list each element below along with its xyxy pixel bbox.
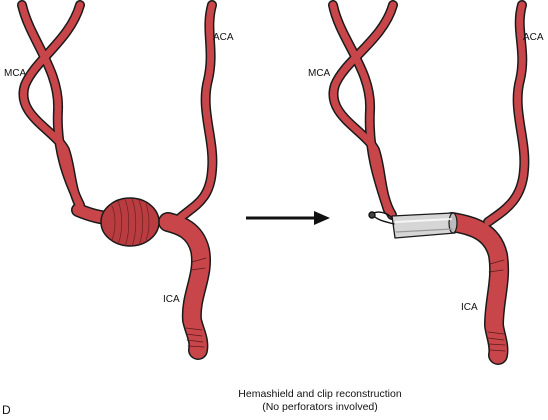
right-vessel-tree bbox=[328, 0, 530, 365]
transition-arrow bbox=[246, 211, 330, 225]
right-ica-label: ICA bbox=[461, 302, 478, 313]
caption-line-2: (No perforators involved) bbox=[262, 401, 378, 413]
aneurysm-clip bbox=[368, 211, 395, 225]
panel-label: D bbox=[2, 403, 11, 417]
aneurysm-hatching bbox=[111, 198, 150, 247]
aneurysm-sac bbox=[100, 197, 160, 247]
left-vessel-tree bbox=[17, 0, 218, 360]
left-ica-label: ICA bbox=[163, 294, 180, 305]
figure-caption: Hemashield and clip reconstruction (No p… bbox=[180, 388, 460, 414]
right-aca-label: ACA bbox=[523, 32, 544, 43]
left-ica-striations bbox=[185, 257, 207, 348]
caption-line-1: Hemashield and clip reconstruction bbox=[238, 388, 402, 400]
left-aca-label: ACA bbox=[213, 32, 234, 43]
right-mca-label: MCA bbox=[308, 68, 331, 79]
hemashield-graft bbox=[391, 212, 458, 239]
right-ica-striations bbox=[487, 259, 506, 352]
left-mca-label: MCA bbox=[4, 68, 27, 79]
